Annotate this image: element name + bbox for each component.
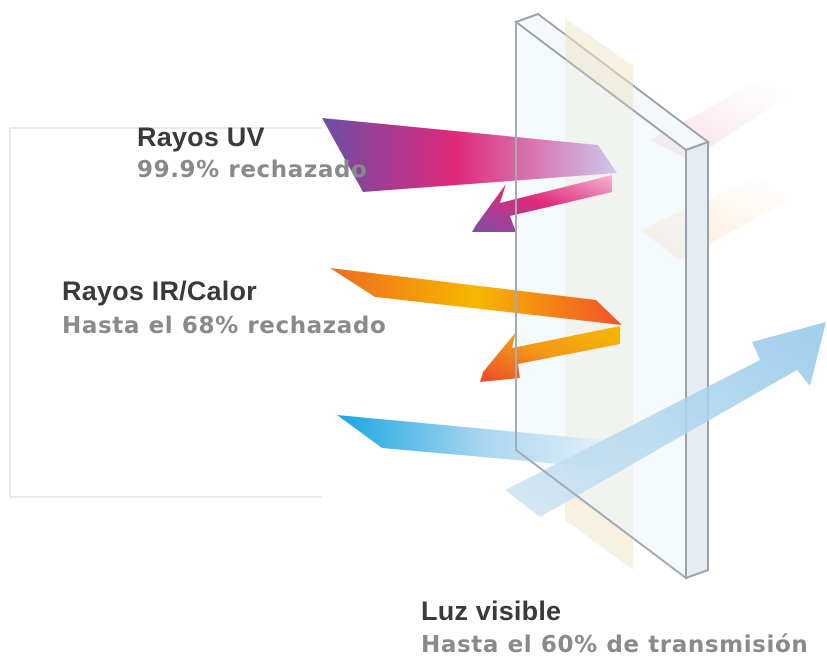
- uv-incoming-arrow: [322, 118, 617, 192]
- uv-title: Rayos UV: [137, 122, 265, 152]
- uv-reflected-arrow: [472, 175, 612, 232]
- ir-title: Rayos IR/Calor: [62, 276, 257, 306]
- uv-detail: 99.9% rechazado: [137, 157, 368, 183]
- visible-transmitted-arrow: [505, 322, 826, 517]
- ir-detail: Hasta el 68% rechazado: [62, 313, 387, 339]
- glass-side-edge: [685, 140, 709, 580]
- visible-detail: Hasta el 60% de transmisión: [421, 632, 809, 658]
- glass-outline: [515, 22, 687, 579]
- visible-incoming-arrow: [337, 415, 627, 470]
- ir-incoming-arrow: [330, 268, 622, 325]
- label-frame: [9, 127, 322, 498]
- visible-title: Luz visible: [421, 596, 562, 626]
